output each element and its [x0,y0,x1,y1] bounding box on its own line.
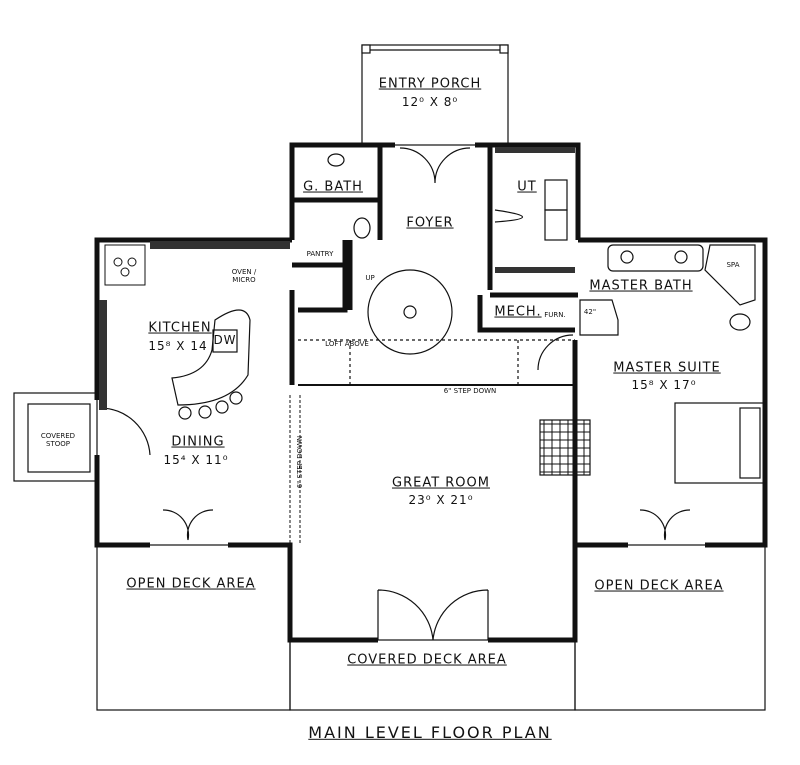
dishwasher-label: DW [213,333,237,348]
entry-porch-outline [361,44,509,146]
oven-micro-label: OVEN / MICRO [231,267,257,284]
open-deck-right-label: OPEN DECK AREA [594,578,724,594]
dishwasher [212,329,238,353]
spiral-stair [367,269,453,355]
wall-kitchen [94,237,768,643]
covered-deck [289,639,576,711]
loft-above-label: LOFT ABOVE [325,339,369,348]
master-suite-label: MASTER SUITE [613,360,721,376]
great-room-dims: 23⁰ X 21⁰ [408,493,474,508]
ut-label: UT [517,179,537,195]
g-bath-label: G. BATH [303,179,363,195]
step-down-label-top: 6" STEP DOWN [443,386,497,395]
open-deck-right [574,544,766,711]
plan-title: MAIN LEVEL FLOOR PLAN [308,722,552,742]
covered-deck-label: COVERED DECK AREA [347,652,507,668]
stair-up-label: UP [365,273,375,282]
mech-label: MECH. [494,304,542,320]
foyer-label: FOYER [406,215,454,231]
covered-stoop [13,392,98,482]
covered-stoop-label: COVERED STOOP [40,431,76,448]
dining-label: DINING [171,434,225,450]
furnace-label: FURN. [544,310,566,319]
fireplace-hearth [539,419,591,476]
pantry-label: PANTRY [306,249,334,258]
entry-porch-label: ENTRY PORCH [378,76,482,92]
bed [674,402,766,484]
great-room-label: GREAT ROOM [392,475,490,491]
kitchen-dims: 15⁸ X 14 [148,339,208,354]
open-deck-left [96,544,291,711]
dining-dims: 15⁴ X 11⁰ [163,453,229,468]
shower-label: 42" [583,307,597,316]
kitchen-island [171,309,251,406]
kitchen-label: KITCHEN [148,320,212,336]
wall-interior [289,145,578,545]
master-bath-label: MASTER BATH [589,278,693,294]
spa-label: SPA [726,260,740,269]
step-down-label-side: 6" STEP DOWN [295,435,304,489]
entry-porch-dims: 12⁰ X 8⁰ [401,95,459,110]
master-suite-dims: 15⁸ X 17⁰ [631,378,697,393]
wall-upper [289,142,581,240]
open-deck-left-label: OPEN DECK AREA [126,576,256,592]
